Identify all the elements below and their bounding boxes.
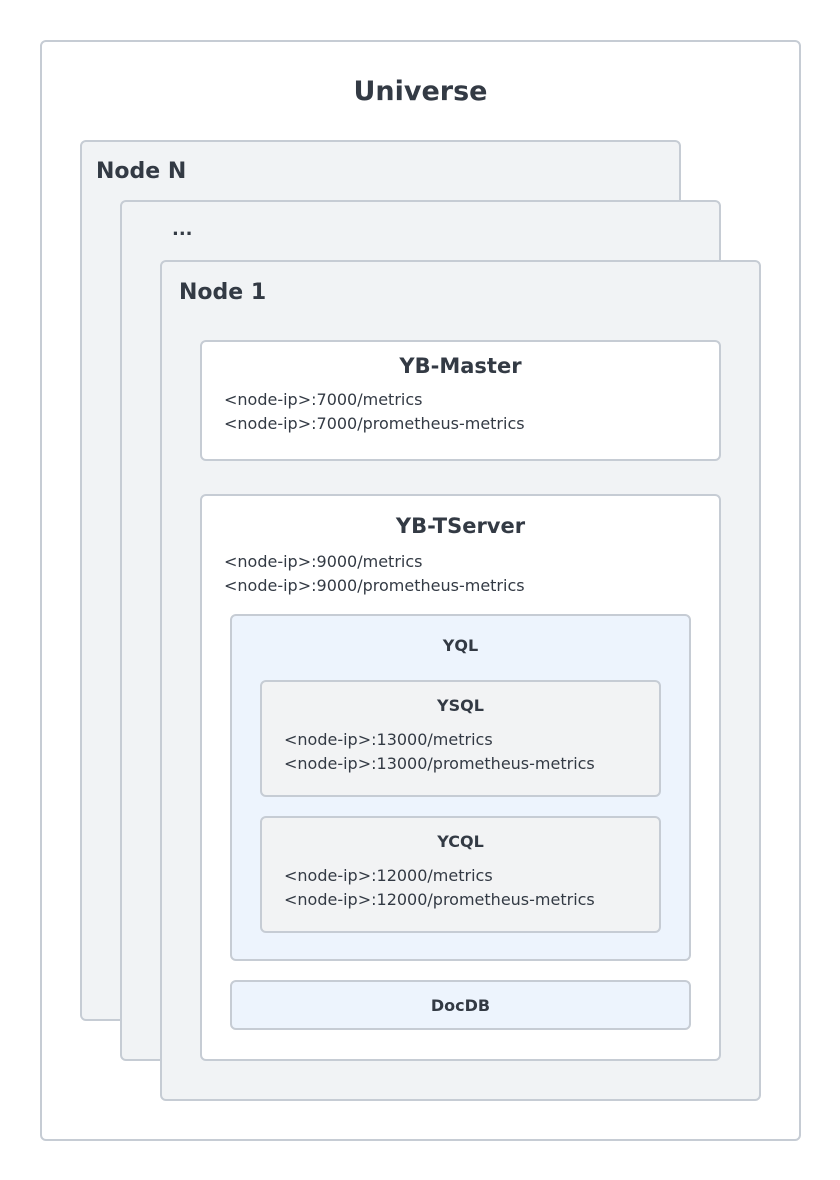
yb-tserver-prometheus-endpoint: <node-ip>:9000/prometheus-metrics [224,576,525,595]
docdb-box: DocDB [230,980,691,1030]
yb-tserver-metrics-endpoint: <node-ip>:9000/metrics [224,552,423,571]
ycql-prometheus-endpoint: <node-ip>:12000/prometheus-metrics [284,890,595,909]
universe-title: Universe [353,76,488,107]
yb-master-prometheus-endpoint: <node-ip>:7000/prometheus-metrics [224,414,525,433]
ycql-title: YCQL [437,832,484,851]
ysql-metrics-endpoint: <node-ip>:13000/metrics [284,730,493,749]
ysql-box: YSQL <node-ip>:13000/metrics <node-ip>:1… [260,680,661,797]
node-n-label: Node N [96,159,187,184]
yb-master-box: YB-Master <node-ip>:7000/metrics <node-i… [200,340,721,461]
ycql-box: YCQL <node-ip>:12000/metrics <node-ip>:1… [260,816,661,933]
ysql-title: YSQL [437,696,484,715]
docdb-title: DocDB [430,996,491,1015]
ycql-metrics-endpoint: <node-ip>:12000/metrics [284,866,493,885]
yql-title: YQL [442,636,479,655]
yb-master-metrics-endpoint: <node-ip>:7000/metrics [224,390,423,409]
yb-master-title: YB-Master [399,354,522,378]
node-ellipsis-label: ... [172,219,193,240]
node-1-label: Node 1 [179,280,267,305]
yb-tserver-title: YB-TServer [395,514,526,538]
ysql-prometheus-endpoint: <node-ip>:13000/prometheus-metrics [284,754,595,773]
